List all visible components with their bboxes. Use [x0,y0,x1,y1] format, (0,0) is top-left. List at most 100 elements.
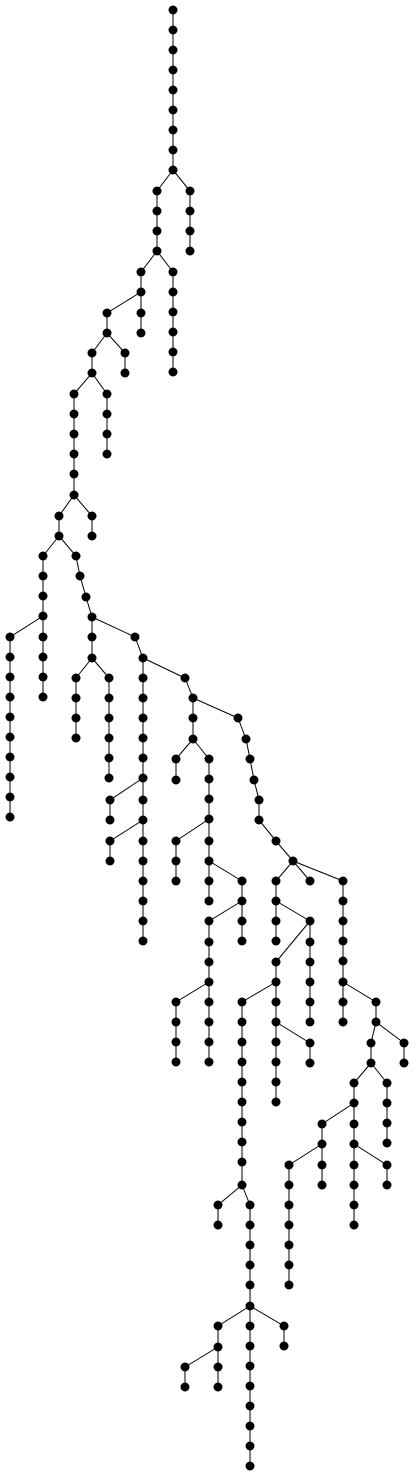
tree-node [284,1240,294,1250]
tree-edge [241,981,277,1003]
tree-node [168,105,178,115]
tree-node [168,287,178,297]
tree-node [204,997,214,1007]
tree-node [87,531,97,541]
tree-node [168,145,178,155]
tree-node [168,85,178,95]
tree-node [138,773,148,783]
tree-node [71,551,81,561]
tree-node [399,1058,409,1068]
tree-node [38,591,48,601]
tree-node [171,997,181,1007]
tree-node [245,1280,255,1290]
tree-edge [208,860,243,882]
tree-node [271,1017,281,1027]
tree-node [213,1321,223,1331]
tree-node [104,673,114,683]
tree-node [349,1180,359,1190]
tree-node [102,328,112,338]
tree-node [136,287,146,297]
tree-node [168,45,178,55]
tree-node [237,1097,247,1107]
tree-node [152,186,162,196]
tree-node [5,672,15,682]
tree-node [204,836,214,846]
tree-edge [91,616,136,638]
tree-node [87,632,97,642]
tree-node [382,1098,392,1108]
tree-node [284,1280,294,1290]
tree-node [349,1078,359,1088]
tree-node [138,856,148,866]
tree-node [171,1057,181,1067]
tree-node [120,368,130,378]
tree-node [271,997,281,1007]
tree-node [204,1057,214,1067]
tree-node [213,1220,223,1230]
tree-node [138,753,148,763]
tree-node [245,1381,255,1391]
tree-node [136,308,146,318]
tree-node [349,1200,359,1210]
tree-node [185,246,195,256]
tree-node [71,713,81,723]
tree-node [75,571,85,581]
tree-node [338,977,348,987]
tree-node [271,1097,281,1107]
tree-node [317,1119,327,1129]
tree-edge [249,1305,285,1327]
tree-node [204,794,214,804]
tree-node [349,1160,359,1170]
tree-node [105,815,115,825]
tree-node [87,653,97,663]
tree-edge [275,920,311,963]
tree-node [349,1119,359,1129]
tree-node [54,531,64,541]
tree-node [399,1038,409,1048]
tree-node [349,1098,359,1108]
tree-node [71,733,81,743]
tree-edge [321,1102,355,1125]
tree-node [271,1037,281,1047]
tree-node [284,1260,294,1270]
tree-node [317,1160,327,1170]
tree-node [305,916,315,926]
tree-node [237,1157,247,1167]
tree-node [317,1180,327,1190]
tree-node [338,876,348,886]
tree-edges [9,10,405,1466]
tree-node [245,1441,255,1451]
tree-edge [275,900,311,922]
tree-node [87,368,97,378]
tree-node [271,896,281,906]
tree-node [245,1220,255,1230]
tree-node [237,1117,247,1127]
tree-node [237,1017,247,1027]
tree-node [102,429,112,439]
tree-node [138,693,148,703]
tree-edge [217,1184,243,1206]
tree-node [366,1058,376,1068]
tree-node [105,795,115,805]
tree-node [168,165,178,175]
tree-node [349,1220,359,1230]
tree-node [168,25,178,35]
tree-node [237,876,247,886]
tree-node [130,632,140,642]
tree-node [245,1301,255,1311]
tree-node [69,490,79,500]
tree-edge [375,1021,405,1044]
tree-node [245,1260,255,1270]
tree-node [305,876,315,886]
tree-node [338,916,348,926]
tree-node [5,732,15,742]
tree-node [188,693,198,703]
tree-node [138,653,148,663]
tree-node [171,836,181,846]
tree-edge [353,1143,388,1166]
tree-node [188,734,198,744]
tree-node [104,753,114,763]
tree-node [284,1160,294,1170]
tree-node [38,652,48,662]
tree-node [245,1240,255,1250]
